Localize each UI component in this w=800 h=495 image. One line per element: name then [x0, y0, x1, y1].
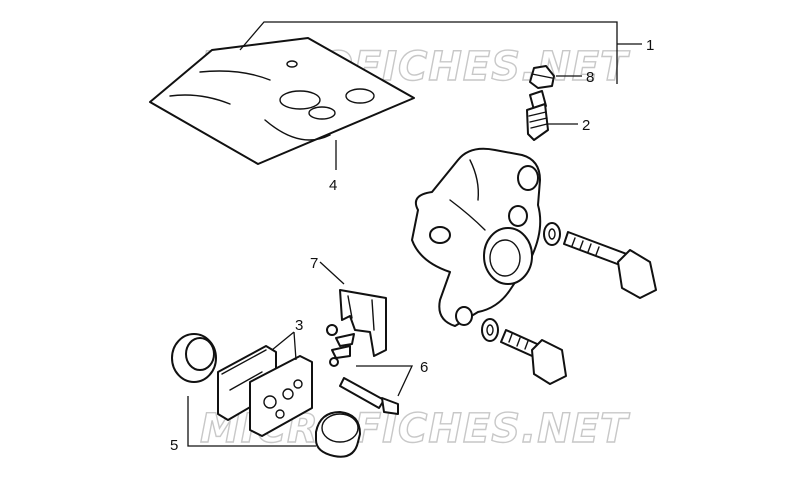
callout-7: 7 [310, 255, 318, 272]
callout-4: 4 [329, 177, 337, 194]
lower-mounting-bolt [481, 318, 567, 385]
brake-caliper-body [411, 147, 542, 327]
leader-lines [187, 21, 642, 447]
seal-kit-bag [149, 37, 415, 165]
callout-8: 8 [586, 69, 594, 86]
upper-mounting-bolt [543, 222, 657, 299]
pad-pin-and-clip [326, 324, 399, 415]
caliper-piston-ring [171, 333, 217, 383]
pad-spring [339, 289, 387, 357]
callout-6: 6 [420, 359, 428, 376]
callout-5: 5 [170, 437, 178, 454]
callout-2: 2 [582, 117, 590, 134]
bleeder-cap [529, 65, 555, 89]
callout-1: 1 [646, 37, 654, 54]
callout-3: 3 [295, 317, 303, 334]
brake-pads [217, 345, 313, 437]
caliper-piston-cup [315, 411, 361, 458]
bleeder-screw [526, 90, 549, 141]
